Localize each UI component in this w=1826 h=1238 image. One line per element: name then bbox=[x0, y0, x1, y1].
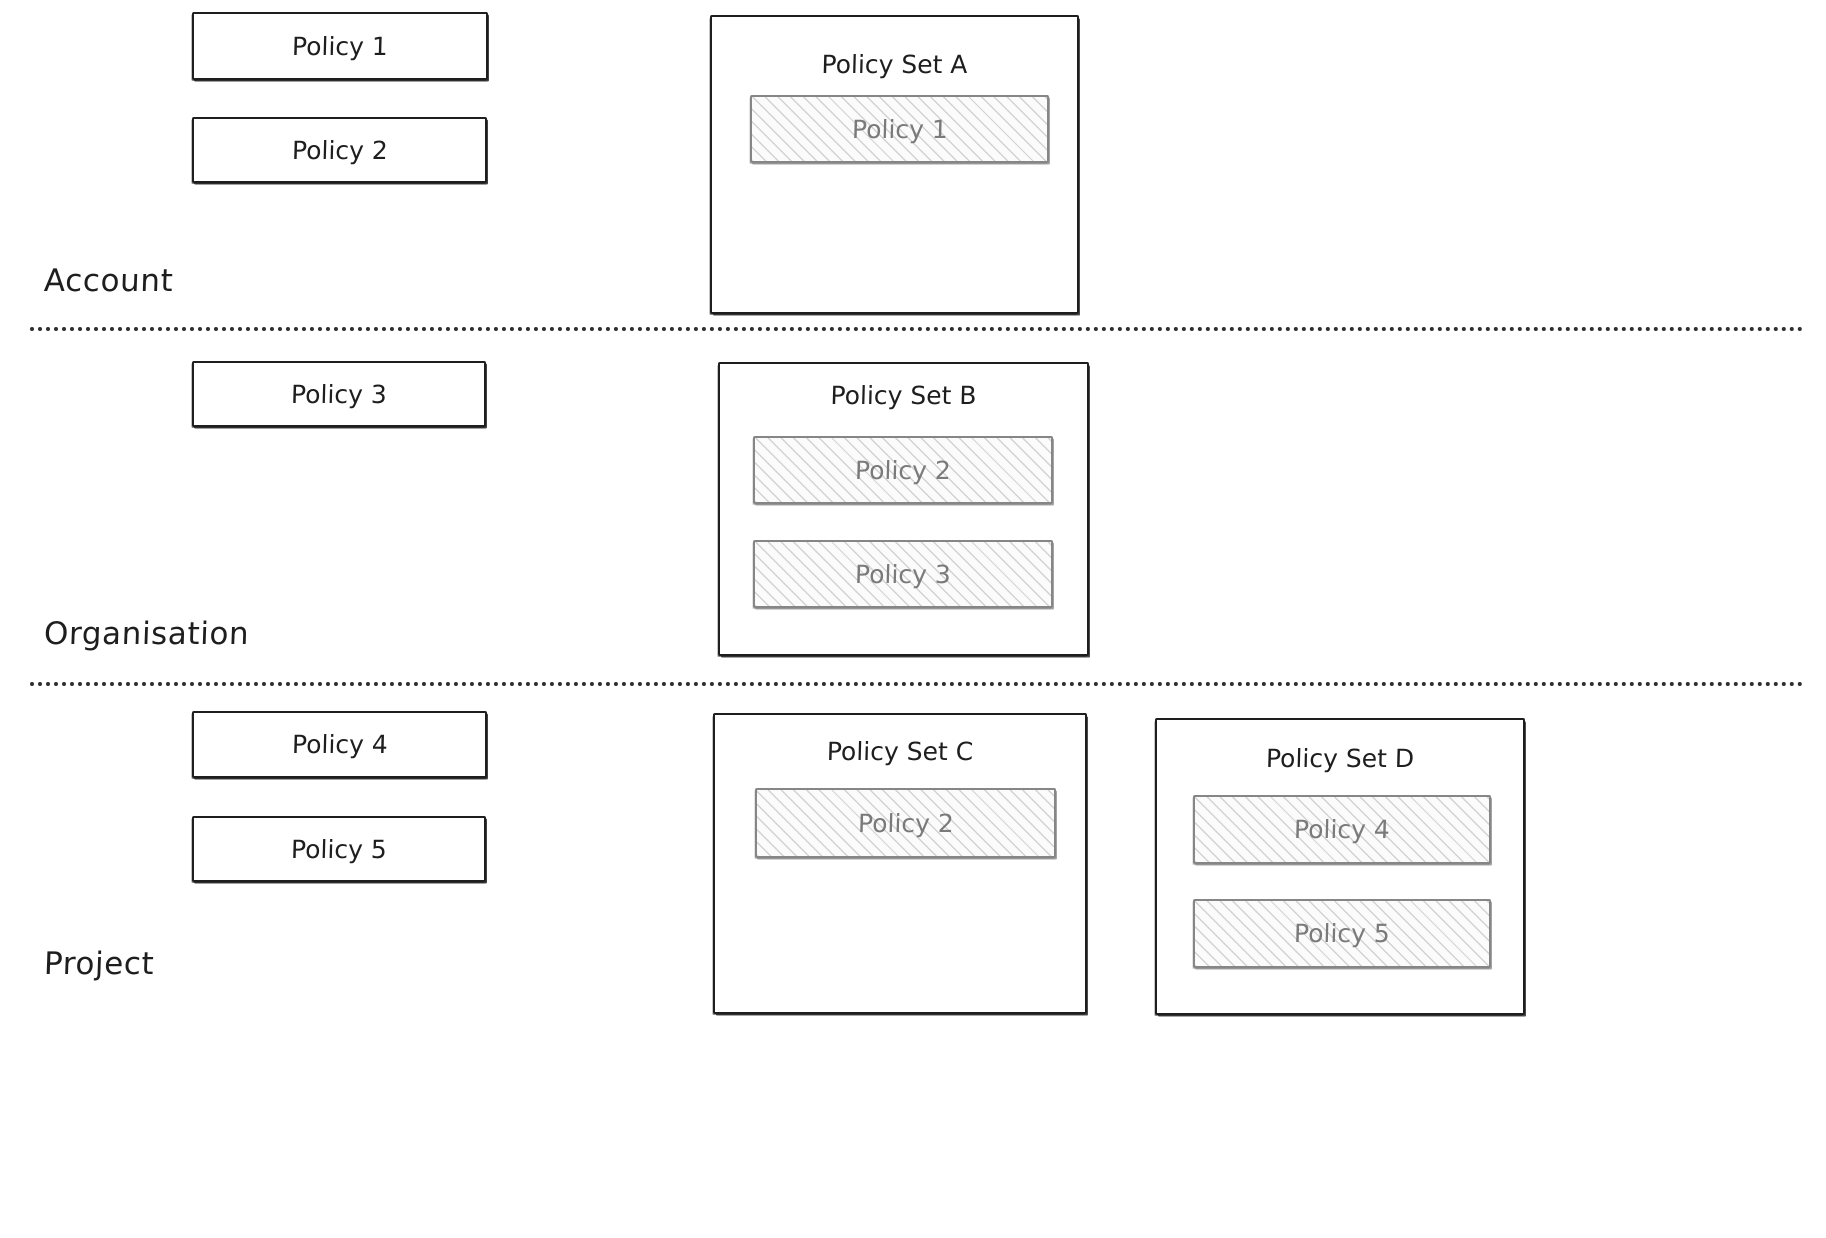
policy-set-title: Policy Set A bbox=[821, 50, 968, 79]
nested-policy-label: Policy 5 bbox=[1293, 919, 1391, 948]
nested-policy-label: Policy 4 bbox=[1293, 815, 1391, 844]
policy-box-policy-5[interactable]: Policy 5 bbox=[192, 816, 486, 882]
nested-policy-1[interactable]: Policy 4 bbox=[1193, 795, 1491, 864]
nested-policy-2[interactable]: Policy 5 bbox=[1193, 899, 1491, 968]
tier-divider-account-organisation bbox=[30, 327, 1804, 331]
nested-policy-label: Policy 3 bbox=[854, 559, 952, 589]
nested-policy-label: Policy 1 bbox=[851, 114, 948, 144]
policy-box-label: Policy 3 bbox=[290, 379, 388, 409]
nested-policy-label: Policy 2 bbox=[854, 455, 952, 485]
policy-box-policy-1[interactable]: Policy 1 bbox=[192, 12, 488, 80]
policy-box-label: Policy 5 bbox=[290, 834, 388, 864]
policy-set-b[interactable]: Policy Set B Policy 2 Policy 3 bbox=[718, 362, 1089, 656]
tier-label-project: Project bbox=[43, 946, 155, 982]
policy-set-d[interactable]: Policy Set D Policy 4 Policy 5 bbox=[1155, 718, 1525, 1015]
policy-set-title: Policy Set D bbox=[1265, 744, 1415, 773]
policy-box-policy-3[interactable]: Policy 3 bbox=[192, 361, 486, 427]
policy-box-label: Policy 4 bbox=[291, 730, 388, 759]
tier-label-organisation: Organisation bbox=[43, 616, 250, 652]
policy-box-label: Policy 2 bbox=[291, 135, 388, 165]
nested-policy-label: Policy 2 bbox=[857, 808, 954, 838]
nested-policy-2[interactable]: Policy 3 bbox=[753, 540, 1053, 608]
policy-set-title: Policy Set B bbox=[830, 381, 977, 410]
policy-box-label: Policy 1 bbox=[291, 31, 389, 61]
nested-policy-1[interactable]: Policy 2 bbox=[753, 436, 1053, 504]
policy-box-policy-2[interactable]: Policy 2 bbox=[192, 117, 487, 183]
policy-box-policy-4[interactable]: Policy 4 bbox=[192, 711, 487, 778]
tier-label-account: Account bbox=[43, 263, 175, 299]
policy-set-c[interactable]: Policy Set C Policy 2 bbox=[713, 713, 1087, 1014]
policy-set-a[interactable]: Policy Set A Policy 1 bbox=[710, 15, 1079, 314]
nested-policy-1[interactable]: Policy 2 bbox=[755, 788, 1056, 858]
tier-divider-organisation-project bbox=[30, 682, 1804, 686]
nested-policy-1[interactable]: Policy 1 bbox=[750, 95, 1049, 163]
policy-set-title: Policy Set C bbox=[826, 737, 974, 766]
